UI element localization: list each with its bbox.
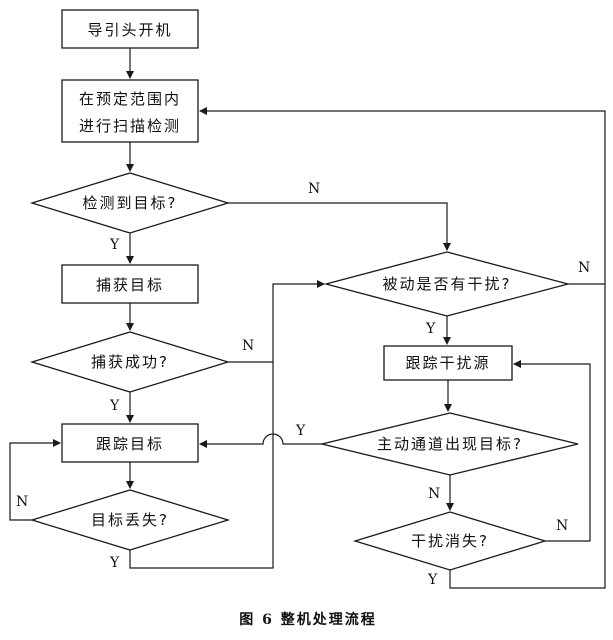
node-target-lost-label: 目标丢失? xyxy=(91,511,169,529)
edge-capture-no xyxy=(228,280,325,363)
node-scan-label-line2: 进行扫描检测 xyxy=(79,117,181,135)
label-gone-no: N xyxy=(556,518,568,534)
label-capture-yes: Y xyxy=(109,398,120,414)
node-active-target-label: 主动通道出现目标? xyxy=(377,435,523,453)
label-detected-yes: Y xyxy=(109,237,120,253)
label-lost-yes: Y xyxy=(109,555,120,571)
edge-lost-yes xyxy=(129,362,274,569)
node-capture-target xyxy=(61,264,199,304)
node-track-target xyxy=(61,423,199,463)
edge-gone-yes xyxy=(449,284,606,589)
edge-passive-no xyxy=(199,107,606,285)
label-gone-yes: Y xyxy=(427,572,438,588)
node-capture-target-label: 捕获目标 xyxy=(96,276,164,294)
label-active-yes: Y xyxy=(295,423,306,439)
node-capture-success-label: 捕获成功? xyxy=(91,353,169,371)
label-passive-no: N xyxy=(578,260,590,276)
node-seeker-on-label: 导引头开机 xyxy=(87,21,172,39)
label-capture-no: N xyxy=(242,338,254,354)
node-passive-interference-label: 被动是否有干扰? xyxy=(383,275,512,293)
node-scan-label-line1: 在预定范围内 xyxy=(79,90,181,108)
figure-caption: 图 6 整机处理流程 xyxy=(239,611,377,628)
node-target-detected-label: 检测到目标? xyxy=(83,194,178,212)
node-scan xyxy=(61,79,199,143)
label-passive-yes: Y xyxy=(425,321,436,337)
node-interference-gone-label: 干扰消失? xyxy=(411,532,489,550)
node-seeker-on xyxy=(61,9,199,49)
edge-lost-no xyxy=(9,439,61,521)
label-active-no: N xyxy=(428,486,440,502)
edge-gone-no xyxy=(513,360,591,542)
node-track-interference xyxy=(383,345,513,381)
edge-active-yes xyxy=(199,433,322,448)
label-detected-no: N xyxy=(308,181,320,197)
node-track-target-label: 跟踪目标 xyxy=(96,435,164,453)
edge-detected-no xyxy=(228,202,451,251)
node-track-interference-label: 跟踪干扰源 xyxy=(405,354,490,372)
label-lost-no: N xyxy=(16,494,28,510)
